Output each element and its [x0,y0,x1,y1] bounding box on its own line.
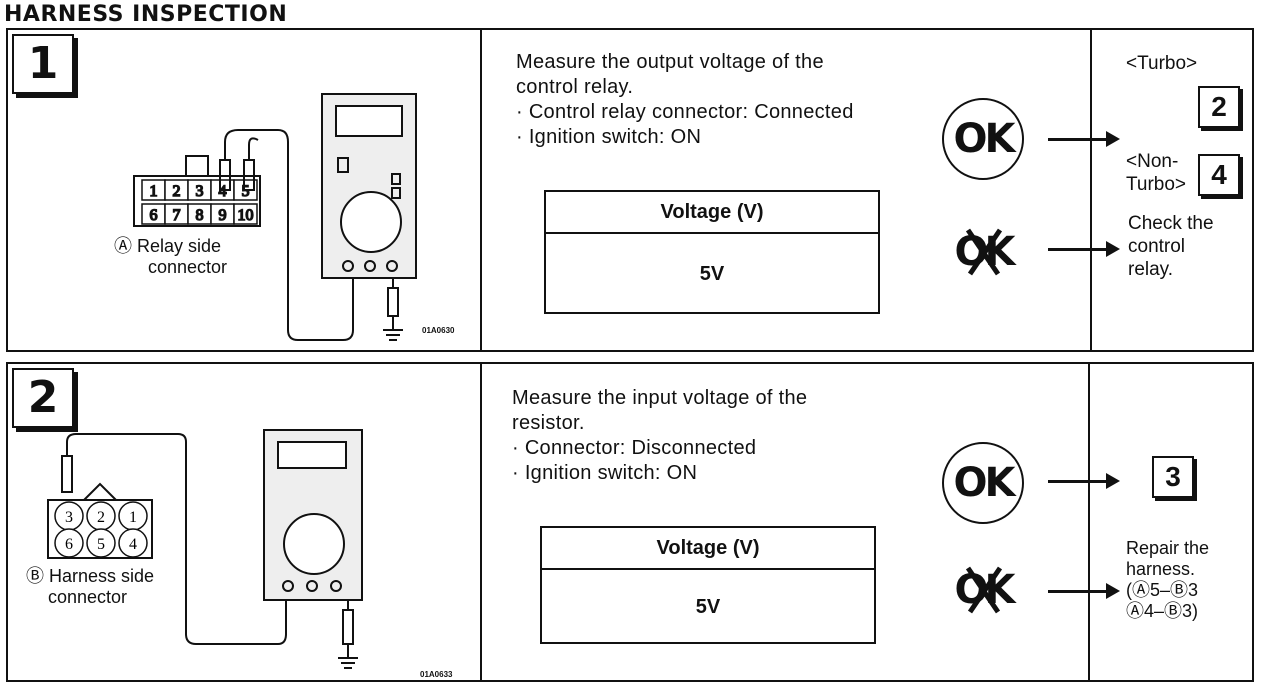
pin-4-cell [118,528,148,558]
instruction-text: Measure the output voltage of the contro… [516,51,854,148]
voltage-table: Voltage (V) 5V [544,190,880,314]
ok-arrow [1048,131,1120,147]
ng-strike [965,228,1003,276]
pin-1-label: 1 [150,183,158,200]
turbo-label: <Turbo> [1126,53,1198,74]
connector-label: Ⓐ Relay side connector [114,236,228,277]
table-value: 5V [695,596,721,618]
pin-4-label: 4 [219,183,227,200]
page-title: HARNESS INSPECTION [4,2,288,27]
pin-2-label: 2 [173,183,181,200]
step-2-panel: 2 3 2 1 6 5 4 Ⓑ Harness side connector 01A063… [6,362,1254,682]
connector-body [47,482,153,559]
pin-5-label: 5 [97,536,105,553]
connector-body [133,155,261,227]
ng-strike [965,566,1003,614]
ok-symbol: OK [942,442,1024,524]
multimeter [321,93,417,279]
step-number: 2 [12,368,74,428]
instruction-text: Measure the input voltage of the resisto… [512,387,808,484]
ok-symbol: OK [942,98,1024,180]
goto-step-3: 3 [1152,456,1194,498]
pin-5-label: 5 [242,183,250,200]
pin-3-label: 3 [65,509,73,526]
divider [480,364,482,680]
pin-4-label: 4 [129,536,137,553]
harness-connector-diagram: 3 2 1 6 5 4 [47,429,363,669]
goto-step-2: 2 [1198,86,1240,128]
pin-10-label: 10 [238,207,254,224]
ok-arrow [1048,473,1120,489]
ng-action-text: Repair the harness. (Ⓐ5–Ⓑ3 Ⓐ4–Ⓑ3) [1126,538,1210,621]
probe-leads [61,433,358,669]
voltage-table: Voltage (V) 5V [540,526,876,644]
pin-1-label: 1 [129,509,137,526]
ng-action-text: Check the control relay. [1128,213,1214,280]
table-header: Voltage (V) [546,192,878,234]
table-value: 5V [699,263,725,285]
divider [1090,30,1092,350]
step-number: 1 [12,34,74,94]
table-header: Voltage (V) [542,528,874,570]
pin-10-cell [233,203,258,225]
figure-code: 01A0633 [420,670,453,679]
pin-6-label: 6 [150,207,158,224]
ng-arrow [1048,241,1120,257]
figure-code: 01A0630 [422,326,455,335]
divider [1088,364,1090,680]
divider [480,30,482,350]
pin-6-cell [54,528,84,558]
goto-step-4: 4 [1198,154,1240,196]
ng-arrow [1048,583,1120,599]
pin-2-label: 2 [97,509,105,526]
pin-6-label: 6 [65,536,73,553]
nonturbo-label: <Non-Turbo> [1126,151,1187,195]
pin-8-label: 8 [196,207,204,224]
pin-5-cell [86,528,116,558]
multimeter [263,429,363,601]
connector-label: Ⓑ Harness side connector [26,566,155,607]
pin-3-label: 3 [196,183,204,200]
pin-9-label: 9 [219,207,227,224]
probe-leads [219,129,403,341]
pin-7-label: 7 [173,207,181,224]
